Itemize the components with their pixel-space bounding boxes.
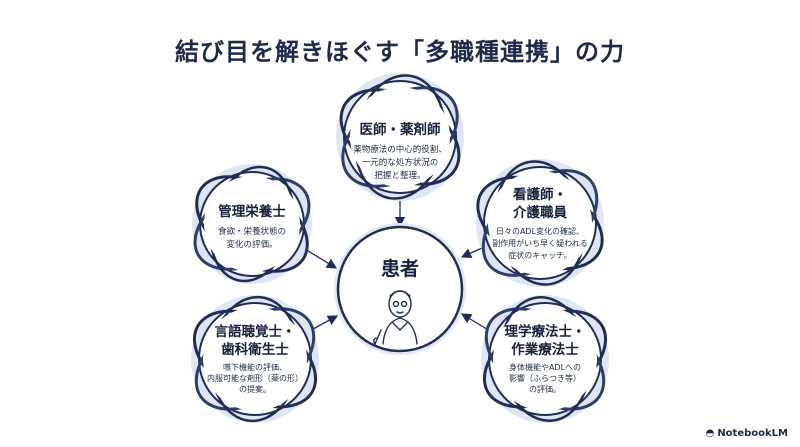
node-nurse-care-worker: 看護師・ 介護職員 日々のADL変化の確認、 副作用がいち早く疑われる 症状のキ… (476, 186, 604, 262)
node-ring-doctor (336, 73, 464, 201)
node-description: 薬物療法の中心的役割、 一元的な処方状況の 把握と整理。 (340, 144, 460, 183)
node-dietitian: 管理栄養士 食欲・栄養状態の 変化の評価。 (202, 203, 302, 252)
node-desc-line: 影響（ふらつき等） (509, 374, 581, 383)
arrow-nurse-to-patient (460, 247, 483, 259)
node-title: 看護師・ 介護職員 (476, 186, 604, 222)
node-title-line: 作業療法士 (511, 342, 579, 358)
page-title: 結び目を解きほぐす「多職種連携」の力 (175, 38, 625, 66)
node-pt-ot: 理学療法士・ 作業療法士 身体機能やADLへの 影響（ふらつき等） の評価。 (485, 323, 605, 395)
node-desc-line: 嚥下機能の評価、 (223, 363, 287, 372)
node-description: 嚥下機能の評価、 内服可能な剤形（薬の形） の提案。 (195, 362, 315, 395)
node-title: 言語聴覚士・ 歯科衛生士 (195, 323, 315, 359)
node-title: 医師・薬剤師 (340, 121, 460, 139)
patient-circle (334, 223, 466, 355)
patient-label: 患者 (380, 258, 419, 280)
node-desc-line: 身体機能やADLへの (508, 363, 582, 372)
node-ring-speech (191, 295, 319, 423)
node-speech-dental: 言語聴覚士・ 歯科衛生士 嚥下機能の評価、 内服可能な剤形（薬の形） の提案。 (195, 323, 315, 395)
node-title: 管理栄養士 (202, 203, 302, 221)
notebooklm-logo-icon: ◓ (705, 428, 715, 439)
node-desc-line: の提案。 (239, 385, 271, 394)
node-desc-line: の評価。 (529, 385, 561, 394)
node-doctor-pharmacist: 医師・薬剤師 薬物療法の中心的役割、 一元的な処方状況の 把握と整理。 (340, 121, 460, 183)
node-title-line: 理学療法士・ (504, 324, 586, 340)
node-title-line: 医師・薬剤師 (359, 122, 441, 138)
elderly-patient-icon (373, 290, 418, 345)
node-desc-line: 内服可能な剤形（薬の形） (207, 374, 303, 383)
node-title-line: 看護師・ (513, 187, 567, 203)
node-title-line: 歯科衛生士 (221, 342, 289, 358)
node-desc-line: 一元的な処方状況の (361, 158, 439, 168)
node-title-line: 管理栄養士 (218, 204, 286, 220)
node-desc-line: 症状のキャッチ。 (508, 251, 572, 260)
node-desc-line: 副作用がいち早く疑われる (492, 239, 588, 248)
node-description: 日々のADL変化の確認、 副作用がいち早く疑われる 症状のキャッチ。 (476, 226, 604, 262)
node-desc-line: 変化の評価。 (226, 240, 278, 250)
node-title-line: 言語聴覚士・ (214, 324, 296, 340)
node-title: 理学療法士・ 作業療法士 (485, 323, 605, 359)
node-desc-line: 把握と整理。 (374, 171, 426, 181)
brand-name: NotebookLM (717, 428, 788, 439)
node-desc-line: 薬物療法の中心的役割、 (353, 145, 447, 155)
node-desc-line: 食欲・栄養状態の (217, 227, 286, 237)
node-ring-dietitian (192, 164, 312, 284)
arrow-therapist-to-patient (460, 313, 491, 332)
node-description: 身体機能やADLへの 影響（ふらつき等） の評価。 (485, 362, 605, 395)
node-ring-therapist (481, 295, 609, 423)
node-title-line: 介護職員 (513, 205, 567, 221)
node-desc-line: 日々のADL変化の確認、 (495, 227, 585, 236)
node-description: 食欲・栄養状態の 変化の評価。 (202, 226, 302, 252)
node-ring-nurse (476, 159, 604, 287)
notebooklm-brand: ◓NotebookLM (706, 428, 788, 439)
